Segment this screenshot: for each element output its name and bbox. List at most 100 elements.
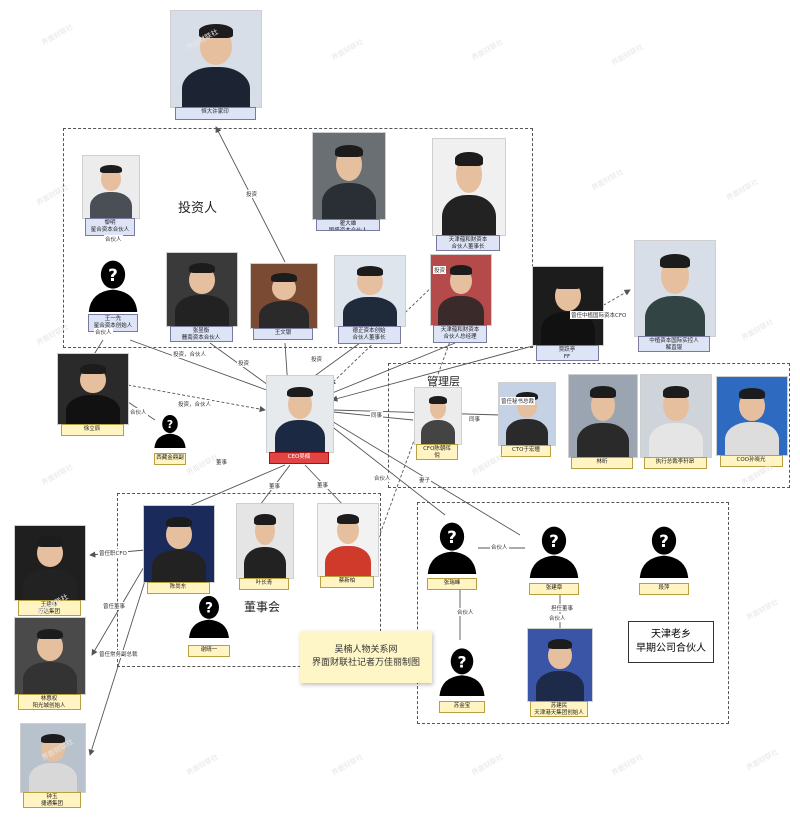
edge-label-zengren-gaoguan: 曾任中植国际资本CFO (570, 311, 628, 319)
anonymous-person-icon: ? (639, 526, 689, 578)
person-photo (166, 252, 238, 327)
person-photo (20, 723, 86, 793)
svg-text:?: ? (108, 265, 118, 285)
person-node-zhongzhi: 中植资本国际实控人 解直锟 (634, 240, 716, 353)
person-label: 王一先 星合资本创始人 (87, 314, 139, 332)
edge-wangyi-ceo (129, 339, 273, 394)
tianjin-group-title: 天津老乡 早期公司合伙人 (628, 621, 714, 663)
anonymous-person-icon: ? (154, 415, 186, 448)
person-label: 张昱衡 麓南资本合伙人 (169, 326, 233, 342)
person-node-li-ming: 黎明 星合资本合伙人 (82, 155, 140, 237)
person-photo (414, 387, 462, 445)
edge-label-dongshi: 董事 (215, 458, 229, 466)
edge-label-zengren-cfo: 曾任职CFO (98, 549, 128, 557)
edge-label-hehuoren: 合伙人 (456, 608, 475, 616)
svg-text:?: ? (205, 601, 213, 617)
person-node-xu-jiayin: 恒大许家印 (170, 10, 262, 121)
edge-xulichen-ceo (127, 384, 266, 413)
person-node-cto-yu: CTO于宏瞳 (498, 382, 556, 458)
board-box (117, 493, 381, 667)
person-node-lin-mou: 林昕 (568, 374, 638, 470)
person-label: 林惠权 阳光城创始人 (17, 694, 81, 710)
person-photo (430, 254, 492, 326)
tianjin-title-line2: 早期公司合伙人 (636, 643, 706, 654)
person-label: 蔡新柏 (320, 576, 374, 588)
person-label: 天津蕴和财资本 合伙人总经理 (433, 325, 487, 343)
person-photo (640, 374, 712, 458)
person-photo (170, 10, 262, 108)
edge-jia-ceo (331, 339, 556, 402)
person-label: CTO于宏瞳 (500, 445, 552, 457)
person-label: 天津蕴和财资本 合伙人董事长 (435, 235, 501, 251)
person-photo (14, 617, 86, 695)
svg-text:?: ? (659, 531, 669, 551)
edge-label-hehuoren: 合伙人 (94, 328, 113, 336)
edge-label-dongshi: 董事 (268, 482, 282, 490)
edge-label-hehuoren: 合伙人 (129, 408, 148, 416)
person-photo (82, 155, 140, 219)
person-label: 钟玉 捷通集团 (23, 792, 81, 808)
person-label: COO孙晓光 (719, 455, 783, 467)
person-label: 执行总裁李轩昂 (643, 457, 707, 469)
person-node-su-anli: ?苏金宝 (436, 640, 488, 714)
person-label: 王建林 万达集团 (17, 600, 81, 616)
svg-text:?: ? (549, 531, 559, 551)
svg-text:?: ? (457, 653, 466, 671)
person-node-chen-jiansheng: 陈尚东 (143, 505, 215, 595)
person-label: 徐立辰 (60, 424, 124, 436)
person-label: 德正资本创始 合伙人董事长 (337, 326, 401, 344)
edge-label-qizi: 妻子 (418, 476, 432, 484)
person-node-wang-wenyin: 王文银 (250, 263, 318, 341)
person-node-wang-yi: ? 王一先 星合资本创始人 (85, 255, 141, 333)
person-photo (498, 382, 556, 446)
person-node-zhang-ruifeng: ?张瑞峰 (424, 515, 480, 591)
edge-label-dongshi: 董事 (316, 481, 330, 489)
person-node-coo-zhou: COO孙晓光 (716, 376, 788, 468)
edge-chen-zhong (88, 564, 151, 756)
edge-label-touzi-hehuo: 投资，合伙人 (172, 350, 208, 358)
person-label: CFO陈朝晖 倪 (416, 444, 458, 460)
note-line2: 界面财联社记者万佳丽制图 (311, 658, 420, 668)
investors-group-title: 投资人 (178, 201, 218, 216)
tianjin-box (417, 502, 729, 724)
person-node-zhongchuang: 苏建民 天津港天集团创始人 (527, 628, 593, 718)
person-photo (432, 138, 506, 236)
person-label: 中植资本国际实控人 解直锟 (638, 336, 710, 352)
person-photo (143, 505, 215, 583)
person-photo (317, 503, 379, 577)
person-node-zhang-yuheng: 张昱衡 麓南资本合伙人 (166, 252, 238, 343)
edge-label-hehuoren: 合伙人 (104, 235, 123, 243)
anonymous-person-icon: ? (439, 648, 485, 696)
edge-label-zengren-mishu: 曾任秘书总裁 (500, 397, 536, 405)
person-node-zhengqing-partner: 德正资本创始 合伙人董事长 (334, 255, 406, 345)
person-photo (57, 353, 129, 425)
anonymous-person-icon: ? (189, 595, 229, 638)
person-label: 陈尚东 (146, 582, 210, 594)
edge-label-touzi: 投资 (433, 266, 447, 274)
person-photo (634, 240, 716, 337)
edge-label-touzi: 投资 (245, 190, 259, 198)
person-photo (532, 266, 604, 346)
person-label: CEO吴楠 (269, 452, 329, 464)
tianjin-title-line1: 天津老乡 (651, 629, 691, 640)
person-node-duan-ping: ?段萍 (636, 518, 692, 596)
svg-text:?: ? (447, 527, 457, 547)
anonymous-person-icon: ? (88, 260, 138, 312)
person-label: 王文银 (253, 328, 313, 340)
person-label: 林昕 (571, 457, 633, 469)
board-group-title: 董事会 (244, 600, 281, 614)
person-node-qu-daxin: 瞿大雄 国盛资本合伙人 (312, 132, 386, 232)
person-label: 瞿大雄 国盛资本合伙人 (315, 219, 381, 231)
person-node-wang-jianlin: 王建林 万达集团 (14, 525, 86, 617)
person-node-jia-yueting: 贾跃亭 FF (532, 266, 604, 362)
person-label: 黎明 星合资本合伙人 (84, 218, 136, 236)
edge-label-zengren-dongshi: 曾任董事 (102, 602, 127, 610)
edge-label-danren-dongshi: 担任董事 (550, 604, 575, 612)
person-label: 苏建民 天津港天集团创始人 (530, 701, 588, 717)
edge-label-tongshi: 同事 (370, 411, 384, 419)
edge-label-zengren-fuzong: 曾任常务副总裁 (98, 650, 139, 658)
anonymous-person-icon: ? (427, 522, 477, 574)
person-label: 贾跃亭 FF (535, 345, 599, 361)
anonymous-person-icon: ? (529, 526, 579, 578)
